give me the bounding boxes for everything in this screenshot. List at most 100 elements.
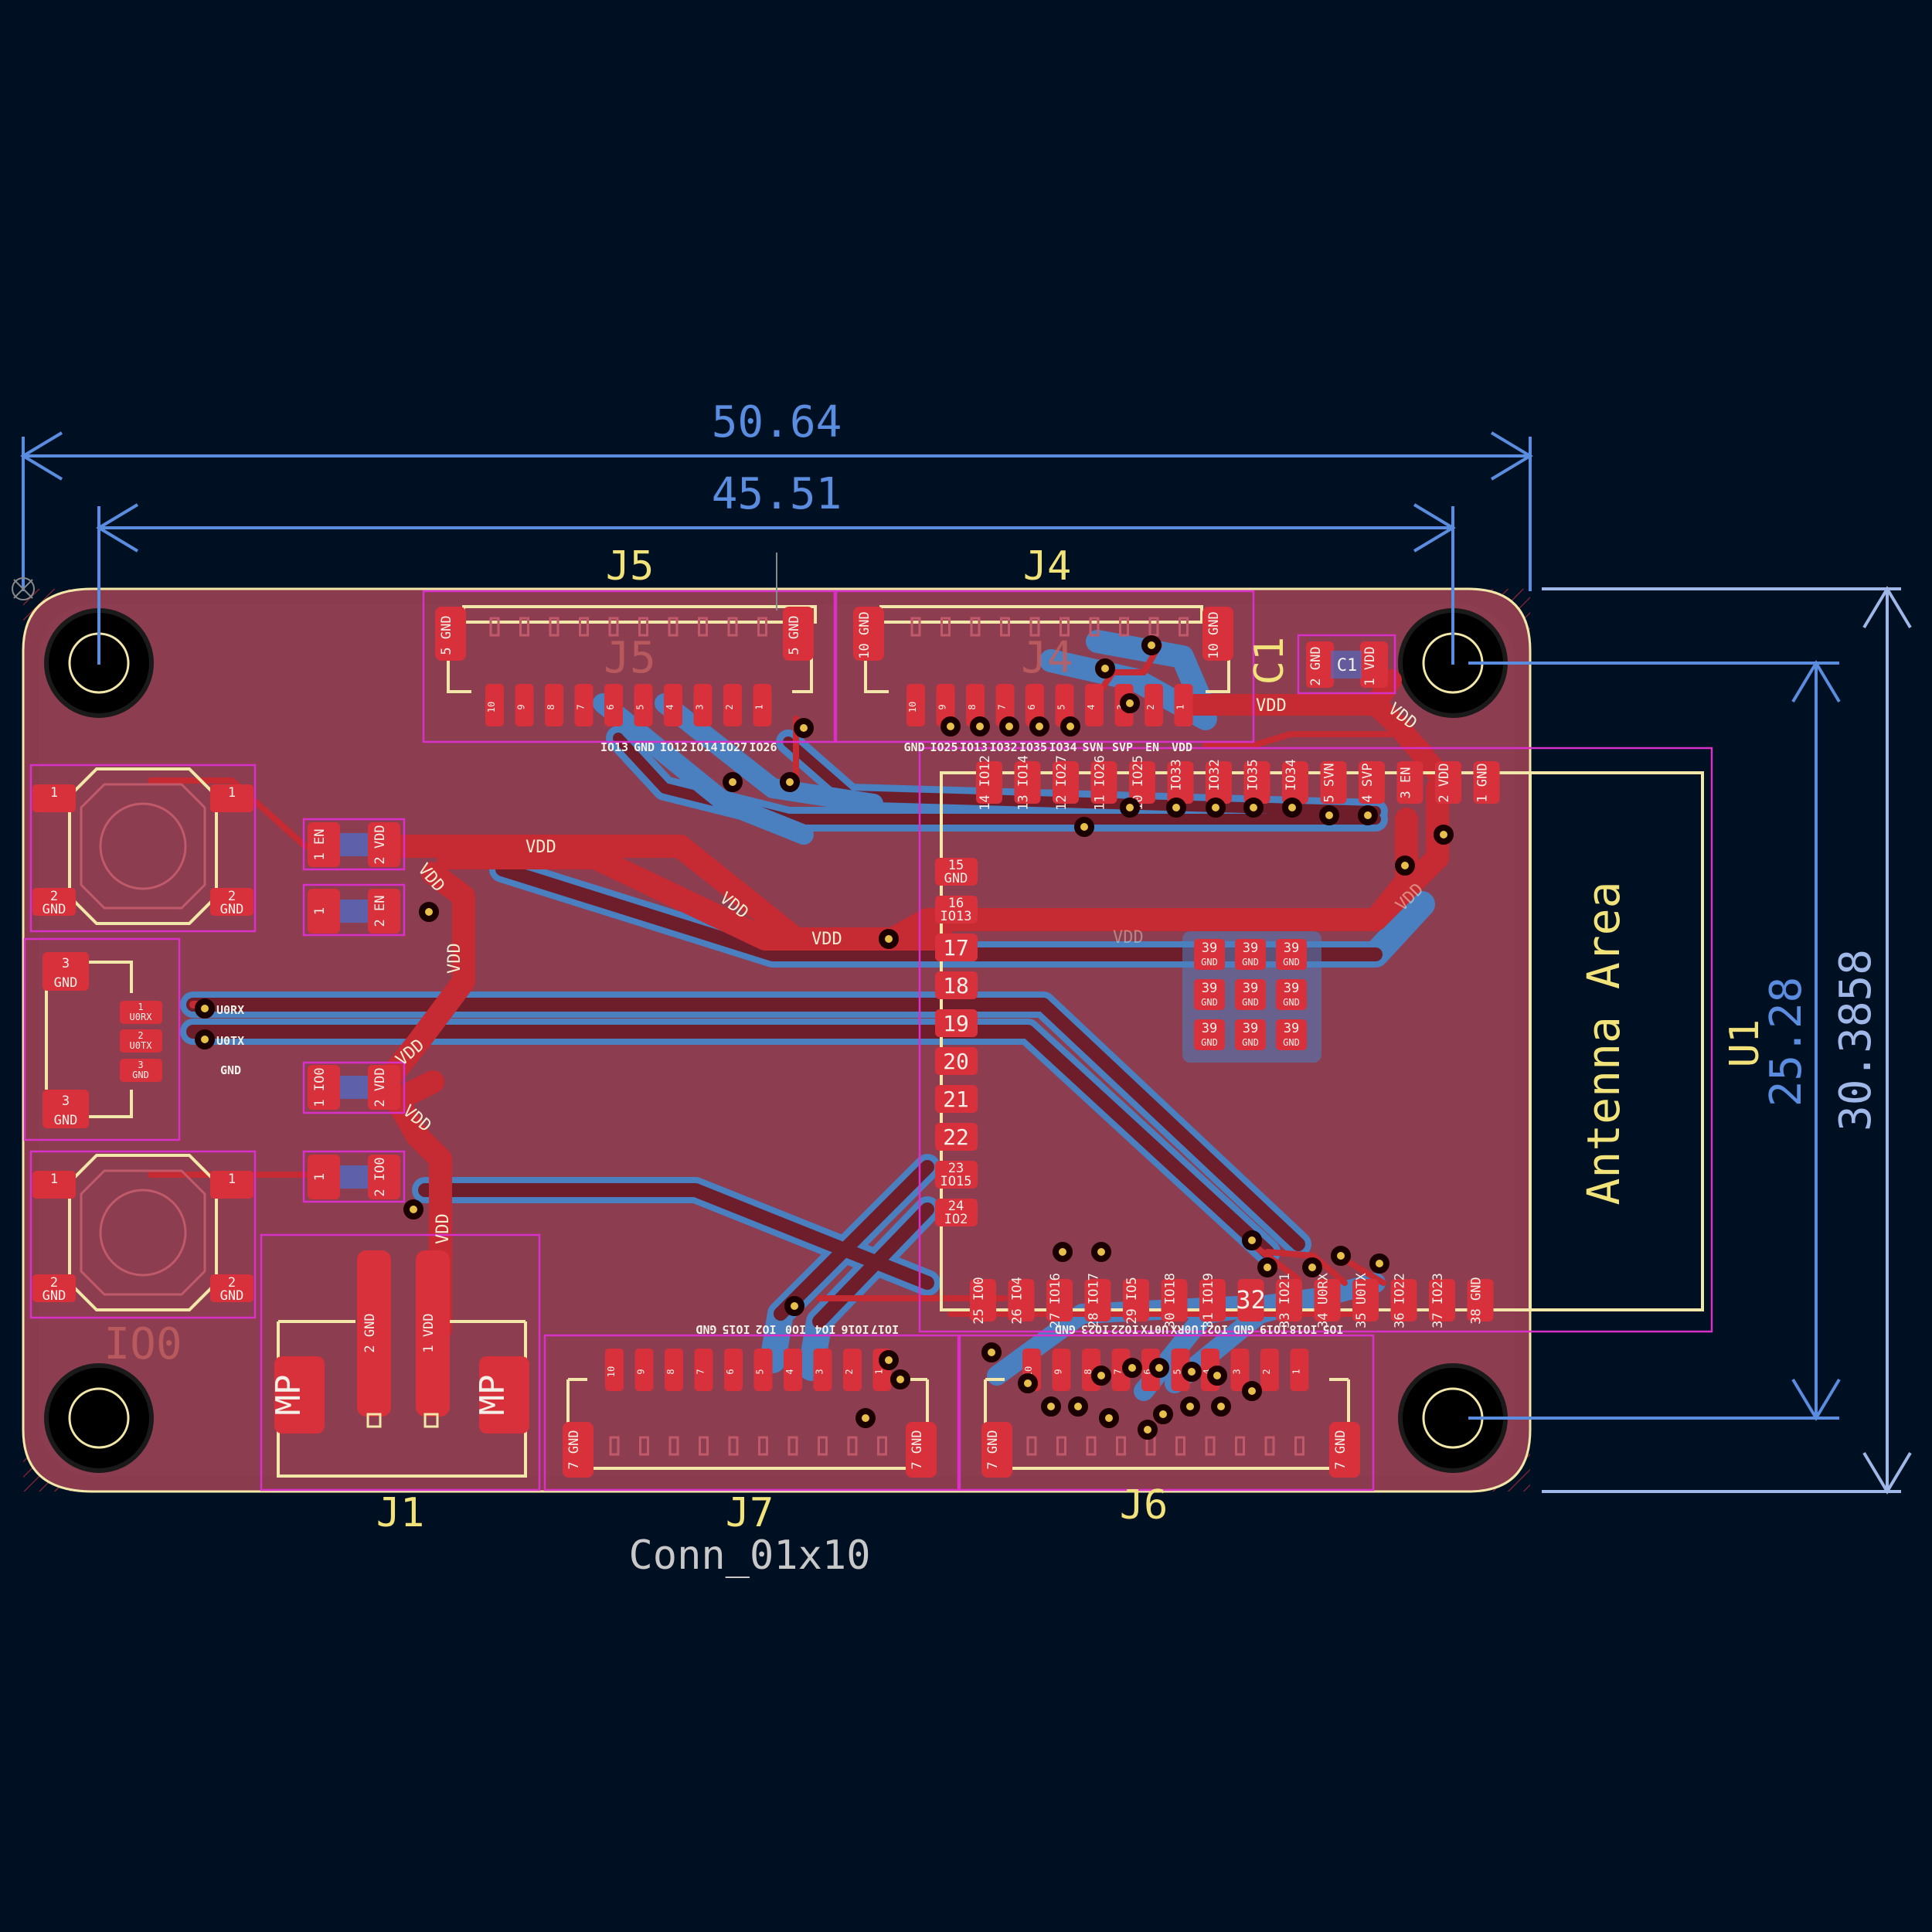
antenna-label: Antenna Area [1577, 881, 1630, 1205]
dim-30-3858: 30.3858 [1831, 949, 1881, 1131]
u1-pad-20 [935, 1047, 978, 1075]
u1-pad-label: 17 [943, 935, 969, 961]
button-pad [32, 888, 76, 916]
svg-text:1: 1 [50, 1172, 58, 1187]
svg-text:39: 39 [1202, 940, 1217, 956]
pin-silk-label: GND [903, 740, 924, 754]
u1-pad-31 [1199, 1279, 1226, 1321]
u1-pad-24 [935, 1199, 978, 1226]
svg-text:VDD: VDD [811, 930, 842, 949]
svg-text:8: 8 [967, 704, 978, 709]
u1-pad-label: 18 [943, 973, 969, 998]
svg-text:1: 1 [312, 1173, 328, 1181]
u1-pad-26 [1008, 1279, 1035, 1321]
u1-pad-net: IO13 [940, 909, 972, 924]
svg-text:39: 39 [1243, 981, 1258, 996]
via [794, 718, 814, 738]
svg-text:2: 2 [1145, 704, 1156, 709]
via [1091, 1366, 1111, 1386]
svg-text:GND: GND [220, 902, 244, 917]
via [1122, 1358, 1142, 1378]
svg-text:2 IO0: 2 IO0 [372, 1157, 388, 1196]
via [1180, 1396, 1200, 1417]
button-pad [32, 1171, 76, 1199]
u1-pad-10 [1129, 761, 1155, 804]
u1-pad-label: 7 IO35 [1246, 759, 1261, 806]
via [1358, 805, 1378, 825]
gnd-pad [1194, 939, 1225, 970]
svg-text:5 GND: 5 GND [439, 615, 454, 655]
pin-silk-label: IO34 [1049, 740, 1077, 754]
u1-pad-label: 31 IO19 [1201, 1273, 1216, 1328]
gnd-pad [1194, 1019, 1225, 1050]
pin-silk-label: IO21 [1200, 1322, 1228, 1336]
pin-silk-label: SVN [1082, 740, 1103, 754]
connector-pin [485, 684, 504, 726]
svg-text:2: 2 [50, 1275, 58, 1291]
via [1243, 798, 1264, 818]
pin-silk-label: IO2 [755, 1322, 776, 1336]
pin-silk-label: IO19 [1260, 1322, 1287, 1336]
via [1153, 1404, 1173, 1424]
svg-text:1: 1 [874, 1369, 885, 1374]
svg-text:VDD: VDD [526, 838, 556, 857]
u1-pad-label: 28 IO17 [1087, 1273, 1102, 1328]
gnd-pad [1235, 979, 1266, 1010]
svg-text:GND: GND [43, 1288, 66, 1304]
svg-text:39: 39 [1243, 940, 1258, 956]
connector-pin [665, 1349, 683, 1391]
svg-text:10: 10 [486, 702, 497, 713]
via [1242, 1230, 1262, 1250]
pin-silk-label: IO32 [989, 740, 1017, 754]
u1-pad-38 [1467, 1279, 1494, 1321]
connector-pin [664, 684, 682, 726]
resistor-io0-cap[interactable]: 1 2 IO0 [308, 1155, 400, 1199]
svg-text:5: 5 [1172, 1369, 1183, 1374]
pin-silk-label: IO23 [1081, 1322, 1109, 1336]
connector-pin [753, 684, 772, 726]
via [890, 1369, 910, 1389]
svg-text:2: 2 [228, 889, 236, 904]
svg-text:4: 4 [1086, 704, 1097, 709]
gnd-pad [1235, 1019, 1266, 1050]
connector-pin [604, 684, 623, 726]
u1-pad-7 [1243, 761, 1270, 804]
u1-pad-18 [935, 971, 978, 999]
svg-text:1: 1 [1175, 704, 1186, 709]
svg-text:GND: GND [54, 975, 78, 991]
u1-pad-label: 25 IO0 [971, 1277, 987, 1324]
connector-pin [906, 684, 925, 726]
capacitor-c1[interactable]: 2 GND 1 VDD C1 C1 [1247, 637, 1388, 688]
via [1053, 1242, 1073, 1262]
via [1319, 805, 1339, 825]
svg-text:2: 2 [138, 1030, 143, 1041]
u1-pad-1 [1473, 761, 1500, 804]
uart-connector[interactable]: 3 GND 3 GND 1 U0RX 2 U0TX 3 GND U0RX U0T… [43, 952, 244, 1128]
via [1369, 1253, 1389, 1274]
pin-silk-label: IO5 [1322, 1322, 1343, 1336]
connector-j1[interactable]: MP MP 2 GND 1 VDD J1 [269, 1250, 529, 1536]
svg-text:6: 6 [725, 1369, 736, 1374]
svg-text:4: 4 [1202, 1369, 1213, 1374]
u1-pad-22 [935, 1123, 978, 1151]
via [981, 1342, 1002, 1362]
svg-text:1: 1 [1291, 1369, 1302, 1374]
via [1029, 716, 1049, 736]
svg-text:6: 6 [1026, 704, 1037, 709]
connector-pin [605, 1349, 624, 1391]
u1-pad-21 [935, 1085, 978, 1113]
svg-text:9: 9 [1053, 1369, 1064, 1374]
u1-pad-label: 36 IO22 [1393, 1273, 1408, 1328]
pin-silk-label: IO18 [1289, 1322, 1317, 1336]
